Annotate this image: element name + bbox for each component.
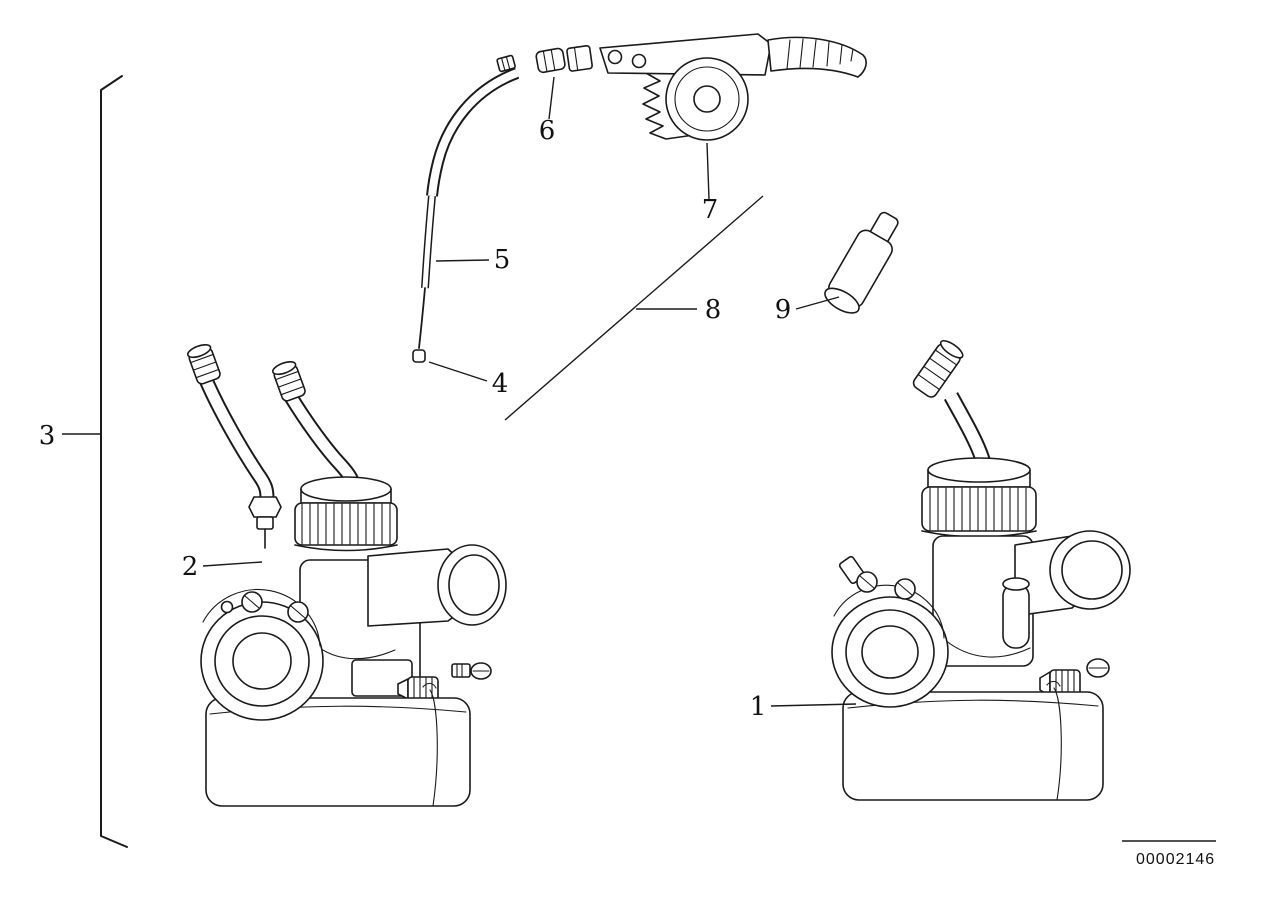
callout-7: 7	[702, 195, 719, 225]
leader-line-7	[706, 142, 710, 200]
callout-4: 4	[492, 369, 509, 399]
leader-line-5	[435, 259, 490, 262]
throttle-slide-drawing	[824, 211, 899, 314]
reference-line-8	[504, 195, 764, 421]
throttle-cable-drawing	[412, 67, 520, 363]
callout-6: 6	[539, 116, 556, 146]
leader-lines	[62, 76, 857, 707]
callout-8: 8	[705, 295, 722, 325]
callout-2: 2	[182, 552, 199, 582]
leader-line-1	[770, 703, 857, 707]
pipe-knurled-tip	[271, 360, 306, 402]
leader-line-9	[795, 296, 840, 310]
cable-end-nipple	[412, 349, 426, 363]
right-carburetor-drawing	[831, 339, 1131, 801]
callouts: 1 2 3 4 5 6 7 8 9	[39, 116, 792, 722]
pipe-knurled-tip	[912, 339, 964, 398]
choke-lever-drawing	[599, 33, 867, 141]
pipe-knurled-tip	[186, 343, 221, 385]
leader-line-4	[428, 361, 488, 382]
leader-line-6	[548, 76, 555, 120]
cable-adjuster-drawing	[496, 45, 593, 74]
left-carburetor-drawing	[186, 343, 507, 807]
callout-9: 9	[775, 295, 792, 325]
bracket-item-3	[100, 75, 128, 848]
callout-1: 1	[750, 692, 767, 722]
diagram-id-number: 00002146	[1136, 851, 1215, 868]
callout-3: 3	[39, 421, 56, 451]
leader-line-2	[202, 561, 263, 567]
callout-5: 5	[494, 245, 511, 275]
diagram-id: 00002146	[1122, 840, 1216, 868]
